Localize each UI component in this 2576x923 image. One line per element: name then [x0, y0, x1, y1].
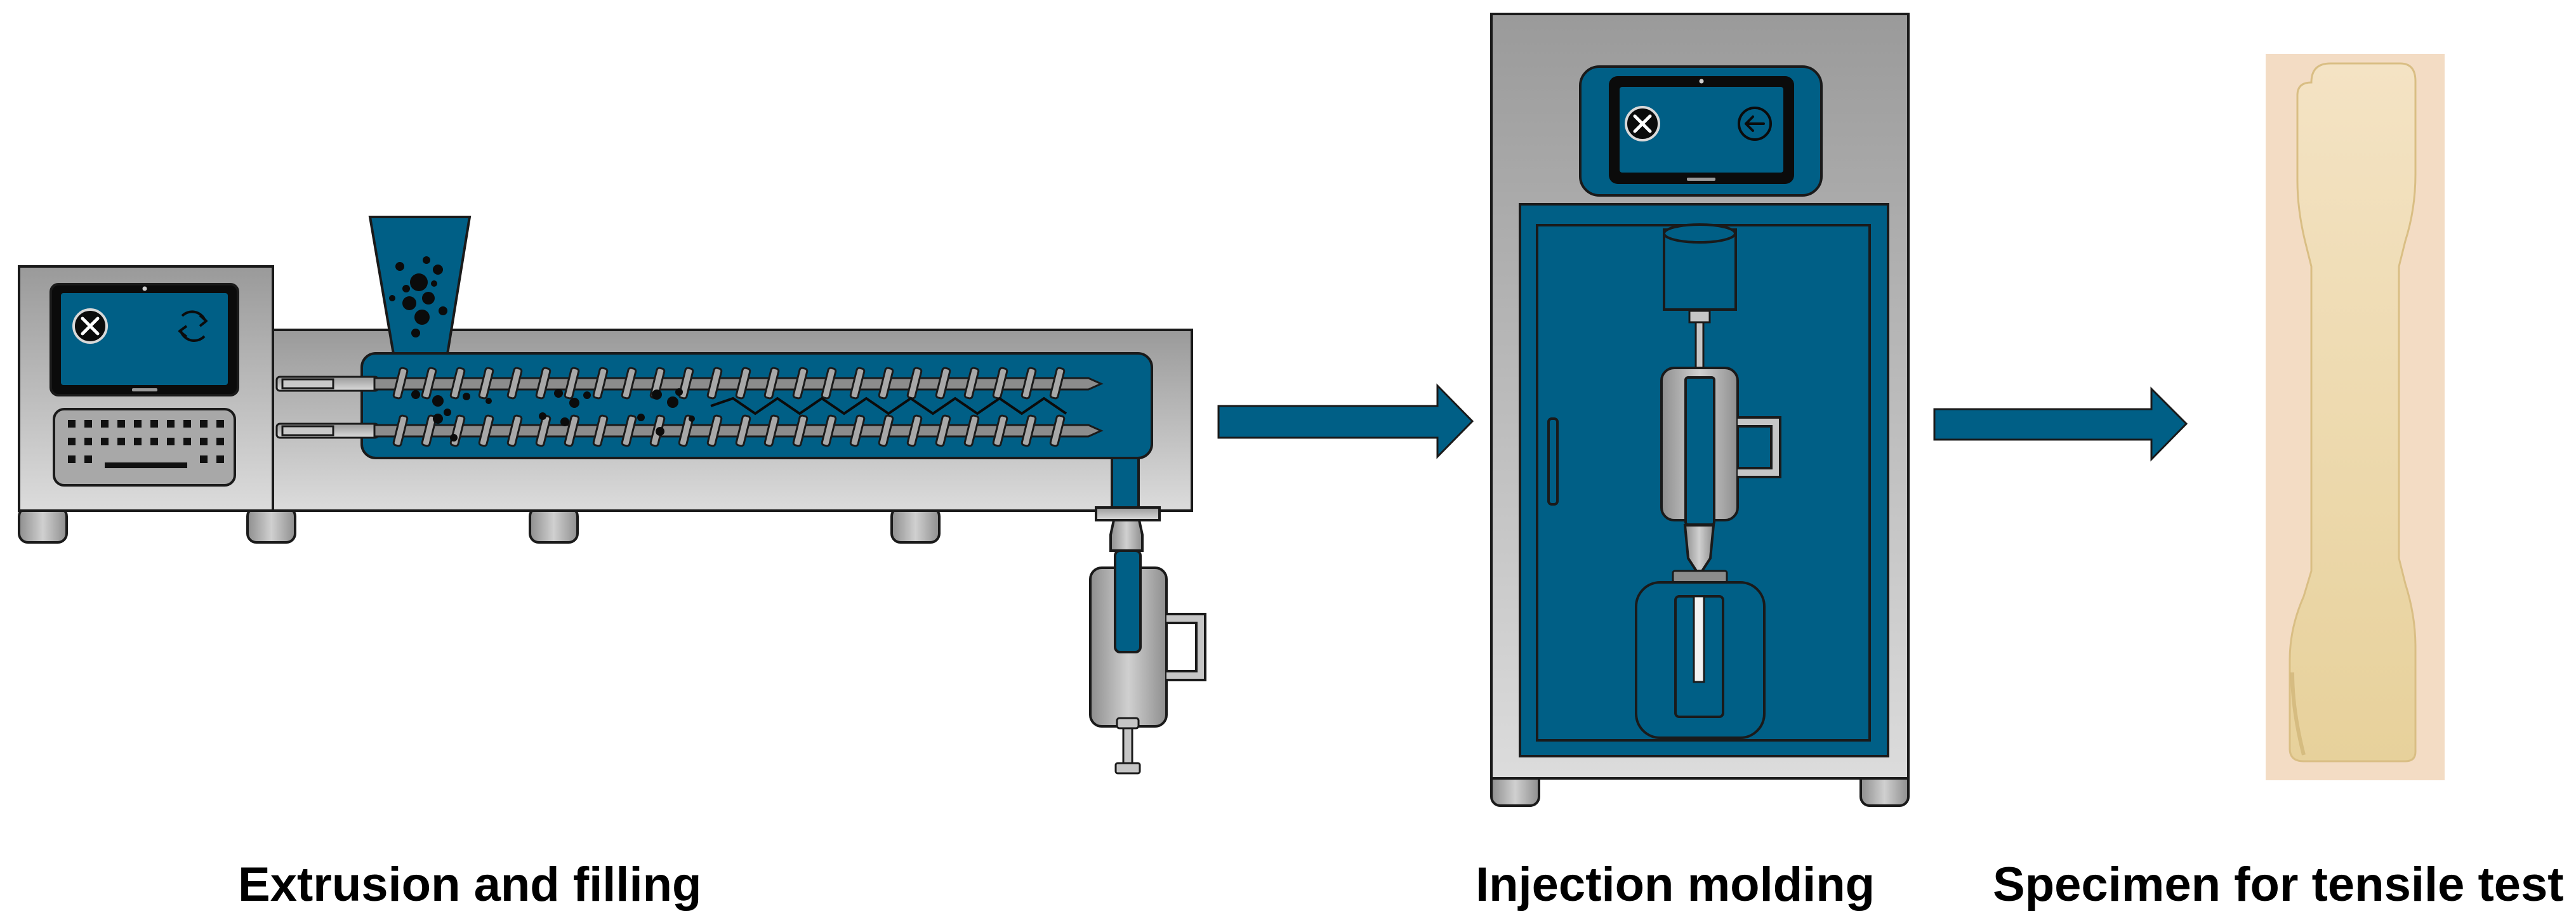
extruder-keypad	[53, 408, 236, 487]
process-arrow-1	[1217, 383, 1474, 459]
injection-screen	[1579, 65, 1823, 197]
caption-injection: Injection molding	[1476, 858, 1875, 912]
screw-flights-lower	[392, 414, 1066, 447]
door-handle	[1547, 417, 1559, 506]
back-arrow-icon	[1738, 107, 1772, 141]
tensile-specimen	[2289, 62, 2417, 763]
caption-specimen: Specimen for tensile test	[1993, 858, 2564, 912]
injection-plunger	[1663, 223, 1737, 379]
molder-cylinder	[1660, 367, 1781, 572]
close-icon	[1625, 106, 1660, 141]
close-icon	[72, 308, 108, 344]
filling-cylinder	[1089, 519, 1206, 775]
feed-hopper	[368, 216, 472, 355]
melt-flow-line	[710, 396, 1067, 416]
mold-block	[1635, 570, 1766, 739]
extruder	[18, 216, 1206, 775]
refresh-icon	[178, 310, 208, 343]
drive-shafts	[275, 376, 380, 439]
extruder-feet	[18, 506, 941, 544]
extruder-screen	[50, 283, 239, 396]
filler-particles	[411, 388, 695, 442]
caption-extrusion: Extrusion and filling	[238, 858, 702, 912]
injection-molder	[1490, 13, 1910, 807]
tensile-specimen-photo	[2266, 54, 2445, 780]
process-arrow-2	[1933, 386, 2188, 462]
